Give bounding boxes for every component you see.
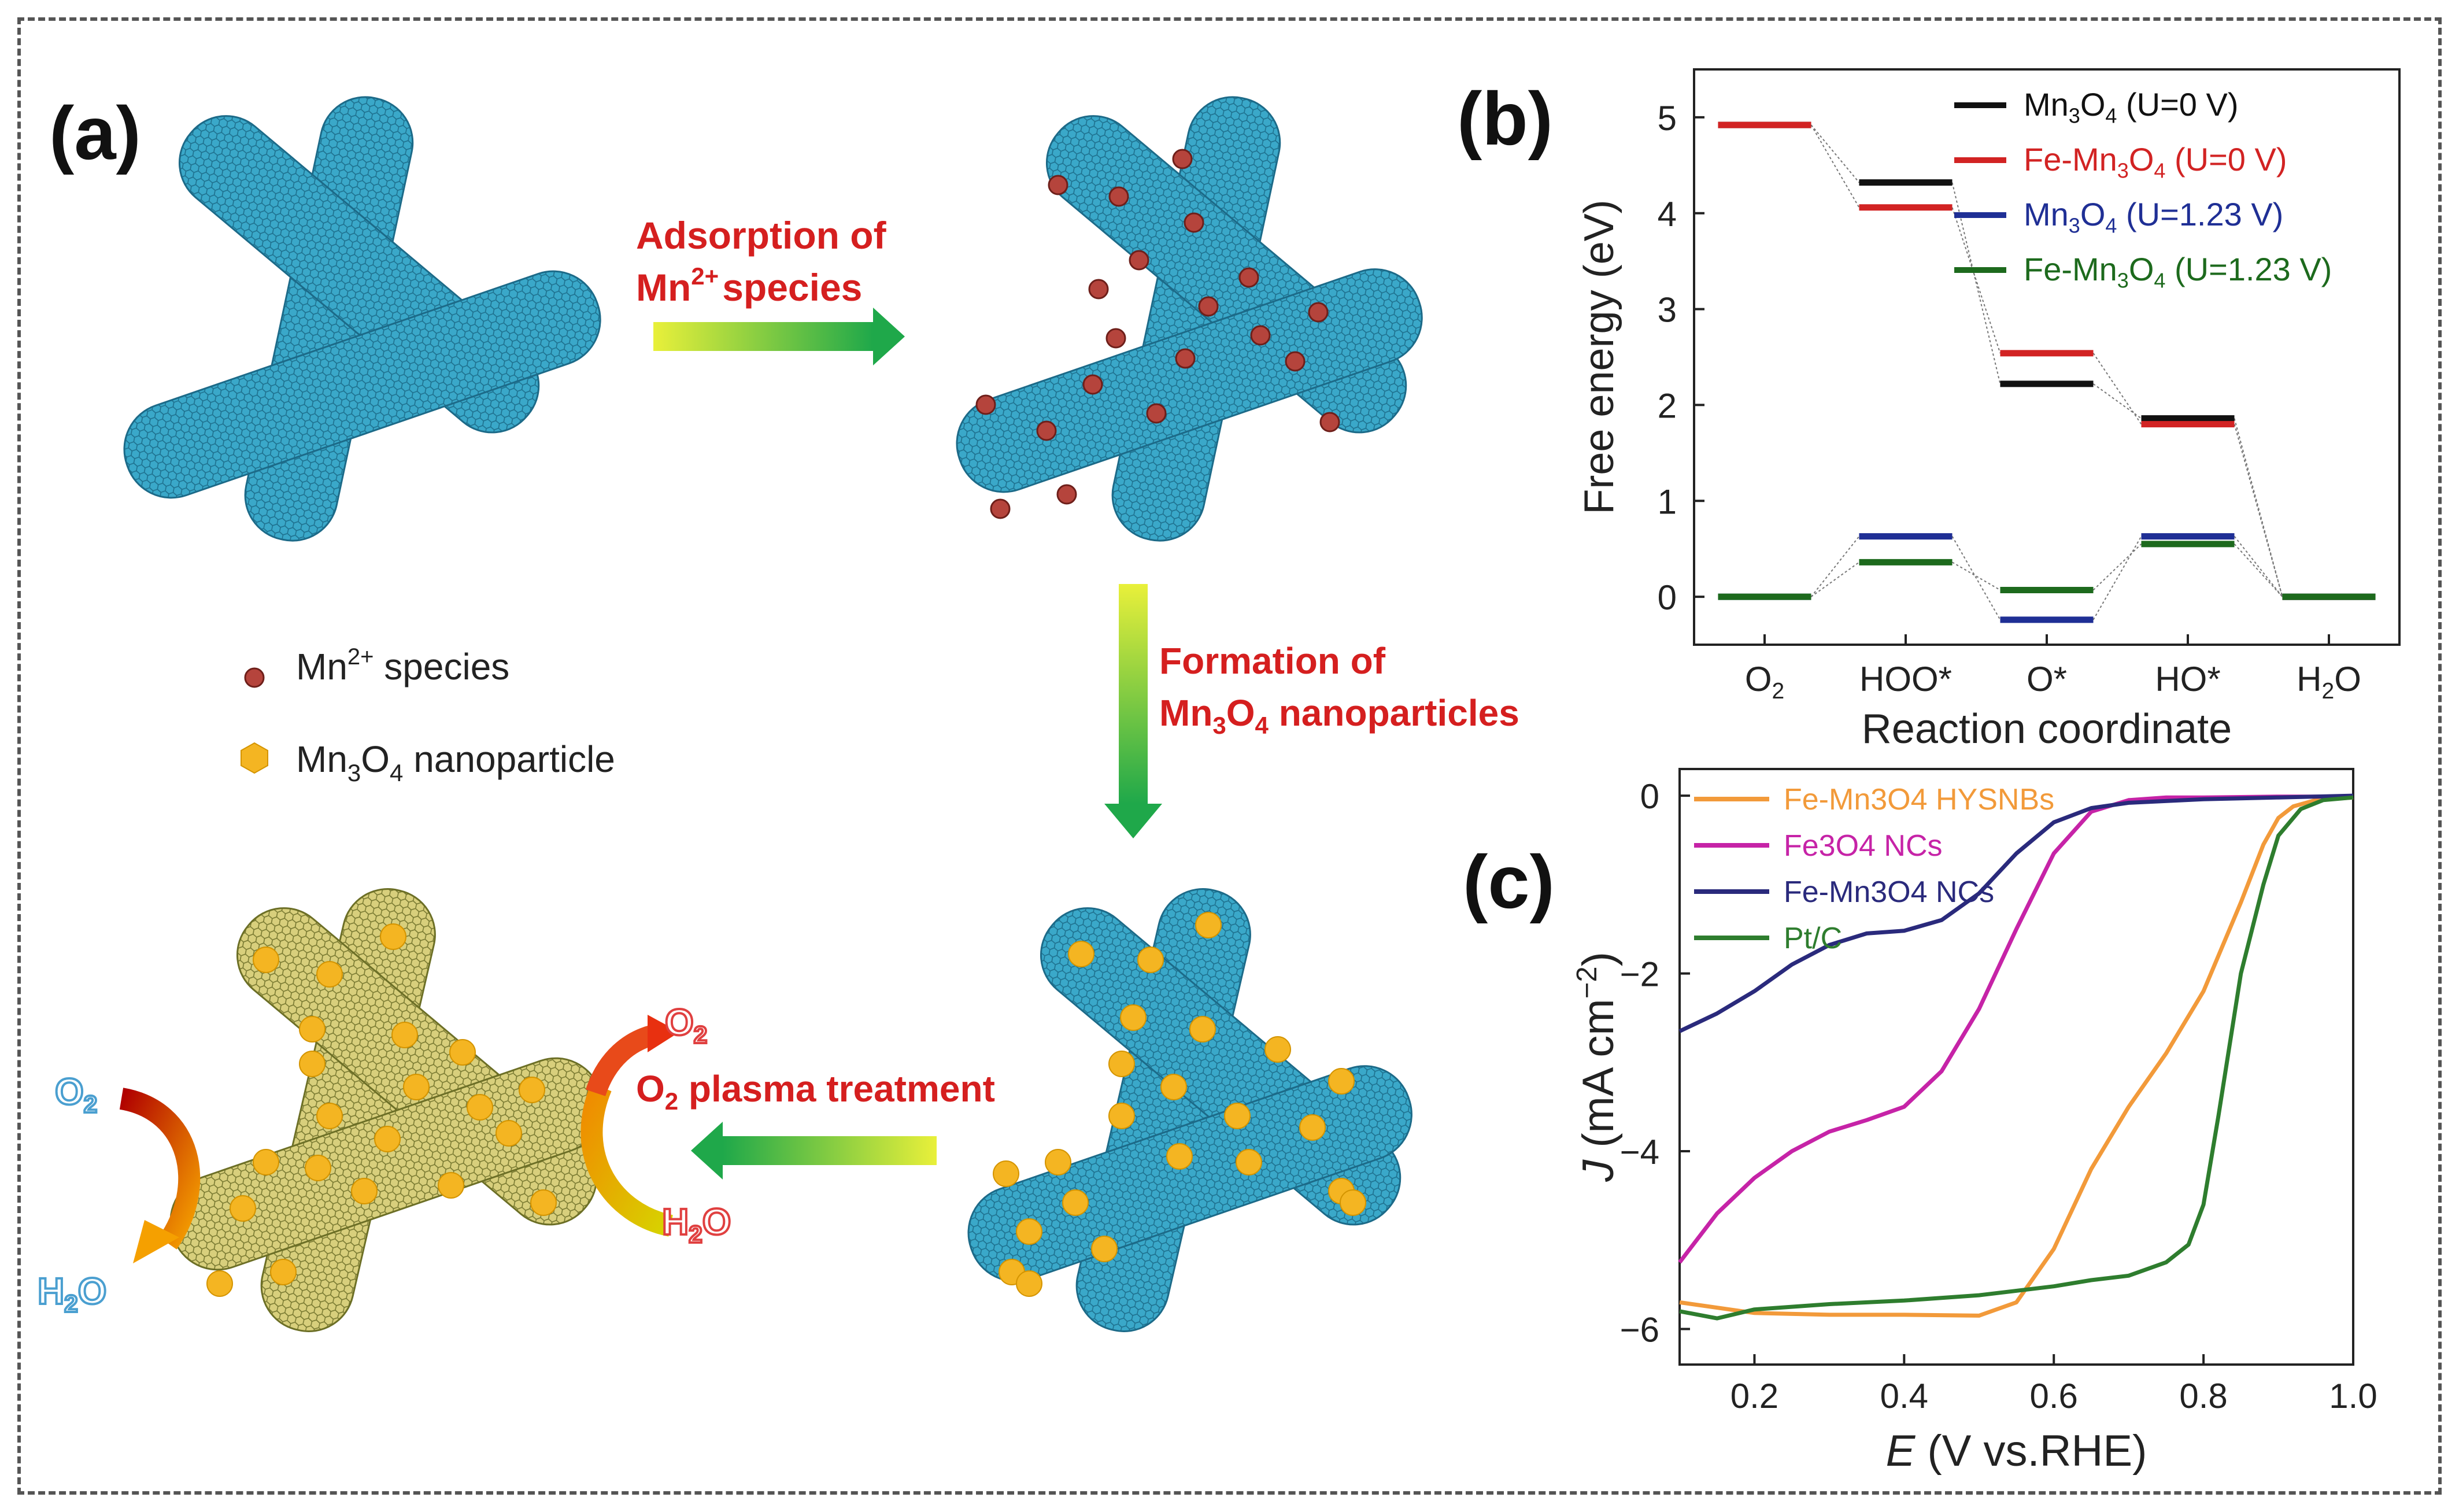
chart-b-connector: [1810, 561, 1860, 597]
curve-arrow-h2o-in: [580, 1082, 674, 1237]
step2-label-line1: Formation of: [1159, 640, 1386, 682]
chart-c-legend-label: Fe3O4 NCs: [1784, 829, 1943, 863]
chart-b-xtick-label: H2O: [2297, 660, 2361, 704]
chart-c-curve: [1678, 793, 2354, 1033]
label-o2-in: O2: [55, 1071, 97, 1118]
chart-c-legend-label: Fe-Mn3O4 NCs: [1784, 875, 1994, 909]
chart-b-ytick-label: 0: [1658, 578, 1677, 617]
chart-lsv: 0.2 0.4 0.6 0.8 1.0 0 −2 −4 −6 E (V vs.RHE) J (mA …: [1571, 768, 2377, 1476]
panel-a: (a) Adsorption of Mn2+species: [36, 91, 1519, 1332]
legend-mn-species-label: Mn2+ species: [296, 644, 509, 687]
chart-c-xtick-label: 0.8: [2179, 1377, 2227, 1415]
legend-mn-species-marker: [244, 667, 265, 688]
chart-c-curve: [1678, 794, 2353, 1264]
chart-b-connector: [1951, 207, 2001, 354]
chart-b-connector: [2092, 383, 2142, 419]
step3-label: O2 plasma treatment: [636, 1068, 995, 1115]
nanotube-bundle-mn3o4: [967, 888, 1412, 1332]
figure-border: [17, 17, 2442, 1495]
chart-b-legend-label: Mn3O4 (U=1.23 V): [2024, 196, 2283, 237]
chart-b-ytick-label: 3: [1658, 291, 1677, 330]
label-h2o-out: H2O: [38, 1270, 106, 1317]
chart-b-legend-label: Fe-Mn3O4 (U=1.23 V): [2024, 251, 2332, 292]
label-h2o-in: H2O: [662, 1201, 731, 1248]
chart-b-connector: [1810, 535, 1860, 597]
chart-b-legend-label: Mn3O4 (U=0 V): [2024, 86, 2238, 127]
panel-c: (c) 0.2 0.4 0.6 0.8 1.0 0 −2 −4 −6 E (V vs.RHE) J …: [1463, 768, 2377, 1476]
chart-c-xlabel: E (V vs.RHE): [1886, 1426, 2147, 1476]
chart-c-legend-label: Pt/C: [1784, 922, 1842, 955]
chart-b-ytick-label: 5: [1658, 99, 1677, 138]
chart-b-connector: [2092, 536, 2142, 620]
chart-b-ytick-label: 4: [1658, 195, 1677, 234]
chart-c-xtick-label: 0.2: [1730, 1377, 1778, 1415]
chart-c-ytick-label: 0: [1640, 777, 1659, 816]
chart-b-xlabel: Reaction coordinate: [1862, 706, 2232, 752]
chart-c-legend-label: Fe-Mn3O4 HYSNBs: [1784, 783, 2054, 816]
chart-c-ytick-label: −6: [1620, 1311, 1659, 1350]
legend-nanoparticle-label: Mn3O4 nanoparticle: [296, 738, 615, 786]
chart-b-connector: [2092, 353, 2142, 425]
label-o2-out: O2: [665, 1001, 707, 1048]
chart-free-energy: 0 1 2 3 4 5O2 HOO* O* HO* H2O Reaction coordinate F…: [1576, 68, 2401, 752]
chart-b-connector: [2234, 535, 2283, 597]
legend-nanoparticle-marker: [241, 742, 268, 774]
chart-b-connector: [2234, 424, 2283, 597]
step1-label-line2: Mn2+species: [636, 263, 862, 309]
chart-b-connector: [2234, 418, 2283, 597]
chart-c-ytick-label: −4: [1620, 1133, 1659, 1171]
arrow-plasma: [723, 1136, 937, 1165]
nanotube-bundle-plasma-treated: [169, 888, 604, 1332]
chart-c-xtick-label: 0.6: [2030, 1377, 2078, 1415]
panel-a-label: (a): [49, 91, 141, 175]
chart-b-connector: [1810, 124, 1860, 183]
chart-b-xtick-label: O2: [1745, 660, 1784, 704]
panel-c-label: (c): [1463, 840, 1555, 924]
chart-c-frame: [1678, 768, 2354, 1366]
curve-arrow-o2-in: [119, 1088, 201, 1249]
chart-c-ytick-label: −2: [1620, 955, 1659, 994]
curve-arrow-o2-out: [585, 1025, 656, 1097]
chart-b-ylabel: Free energy (eV): [1576, 199, 1622, 514]
arrow-adsorption: [653, 322, 873, 351]
nanotube-bundle-pristine: [123, 96, 601, 542]
chart-c-curve: [1679, 795, 2354, 1321]
chart-b-connector: [1952, 561, 2001, 591]
chart-b-legend-label: Fe-Mn3O4 (U=0 V): [2024, 141, 2287, 182]
chart-b-connector: [1951, 536, 2001, 620]
chart-c-xtick-label: 1.0: [2329, 1377, 2377, 1415]
nanotube-bundle-mn-adsorbed: [956, 96, 1423, 542]
chart-c-xtick-label: 0.4: [1880, 1377, 1928, 1415]
step1-label-line1: Adsorption of: [636, 214, 887, 257]
chart-b-ytick-label: 1: [1658, 482, 1677, 521]
chart-b-connector: [1810, 124, 1860, 208]
panel-b: (b) 0 1 2 3 4 5O2 HOO* O* HO* H2O Reaction coordin…: [1457, 68, 2401, 752]
chart-b-connector: [2092, 544, 2142, 591]
chart-b-ytick-label: 2: [1658, 386, 1677, 425]
chart-b-xtick-label: HOO*: [1859, 660, 1952, 698]
chart-b-xtick-label: HO*: [2155, 660, 2220, 698]
chart-c-curve: [1679, 795, 2354, 1318]
arrow-formation: [1119, 584, 1148, 804]
chart-c-ylabel: J (mA cm−2): [1571, 952, 1623, 1182]
panel-b-label: (b): [1457, 76, 1553, 161]
step2-label-line2: Mn3O4 nanoparticles: [1159, 692, 1519, 739]
chart-b-xtick-label: O*: [2027, 660, 2067, 698]
